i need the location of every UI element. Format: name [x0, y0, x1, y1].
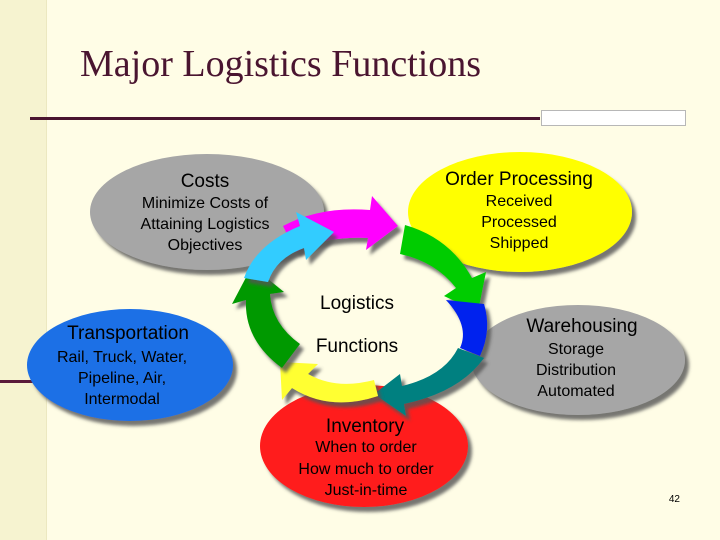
inventory-title: Inventory — [326, 416, 405, 437]
title-underline — [30, 117, 540, 120]
cycle-arrow-cyan — [244, 212, 334, 282]
costs-line-1: Minimize Costs of — [142, 195, 269, 212]
cycle-arrow-green-top — [400, 225, 486, 312]
transportation-line-1: Rail, Truck, Water, — [57, 349, 187, 366]
cycle-arrow-blue — [446, 300, 488, 356]
costs-line-2: Attaining Logistics — [141, 216, 270, 233]
order-processing-title: Order Processing — [445, 169, 593, 190]
page-number: 42 — [668, 494, 680, 505]
sidebar-accent-line — [0, 380, 46, 383]
order-processing-ellipse — [408, 152, 632, 272]
order-processing-line-1: Received — [486, 193, 553, 210]
transportation-ellipse — [27, 309, 233, 421]
transportation-title: Transportation — [67, 323, 189, 344]
order-processing-line-3: Shipped — [490, 235, 549, 252]
slide-title: Major Logistics Functions — [80, 43, 482, 85]
order-processing-line-2: Processed — [481, 214, 557, 231]
transportation-line-2: Pipeline, Air, — [78, 370, 166, 387]
inventory-line-1: When to order — [315, 439, 417, 456]
left-sidebar-band — [0, 0, 47, 540]
cycle-arrow-teal — [374, 348, 484, 416]
costs-line-3: Objectives — [168, 237, 243, 254]
inventory-line-3: Just-in-time — [325, 482, 408, 499]
costs-title: Costs — [181, 171, 230, 192]
costs-ellipse — [90, 154, 324, 270]
title-accent-box — [541, 110, 686, 126]
inventory-line-2: How much to order — [298, 461, 434, 478]
center-label-functions: Functions — [316, 336, 398, 357]
warehousing-line-3: Automated — [537, 383, 614, 400]
center-label-logistics: Logistics — [320, 293, 394, 314]
transportation-line-3: Intermodal — [84, 391, 160, 408]
cycle-arrows — [232, 196, 488, 416]
inventory-ellipse — [260, 385, 468, 507]
cycle-arrow-green-left — [232, 266, 300, 368]
cycle-arrow-yellow — [280, 362, 378, 403]
warehousing-line-1: Storage — [548, 341, 604, 358]
warehousing-title: Warehousing — [526, 316, 637, 337]
warehousing-ellipse — [471, 305, 685, 415]
warehousing-line-2: Distribution — [536, 362, 616, 379]
